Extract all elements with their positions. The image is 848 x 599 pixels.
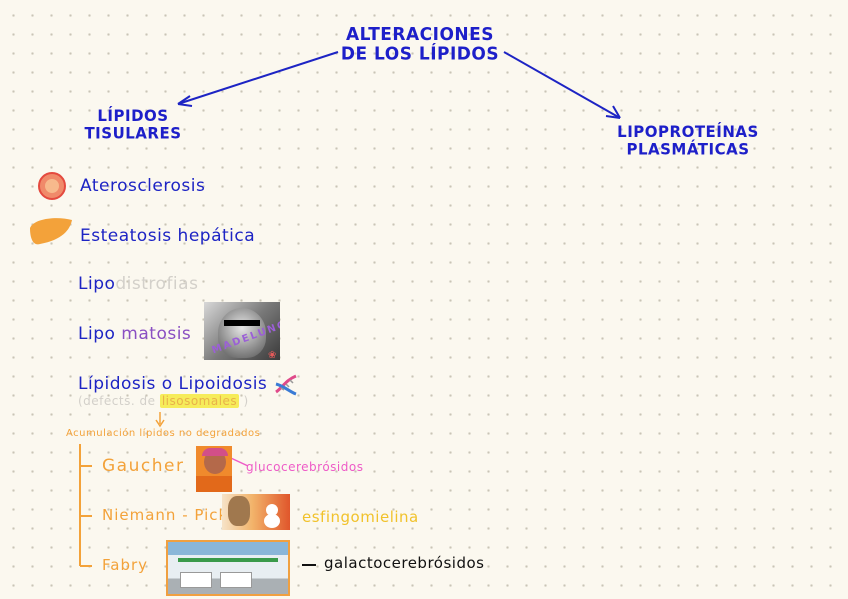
branch-right-line-2: PLASMÁTICAS [626,139,750,159]
branch-left: LÍPIDOS TISULARES [78,107,188,143]
substance-niemann-pick: esfingomielina [302,508,419,526]
fabry-photo [166,540,290,596]
disease-fabry: Fabry [102,556,149,574]
lipomatosis-suffix: matosis [121,324,192,344]
defects-close: ) [243,394,249,408]
madelung-photo: MADELUNG [204,302,280,360]
title-line-1: ALTERACIONES [346,24,494,45]
page-title: ALTERACIONES DE LOS LÍPIDOS [340,25,500,65]
lipomatosis-prefix: Lipo [78,324,116,344]
branch-right: LIPOPROTEÍNAS PLASMÁTICAS [598,123,778,159]
title-line-2: DE LOS LÍPIDOS [340,43,500,65]
defects-note: (defects. de lisosomales ) [78,394,249,408]
substance-gaucher: glucocerebrósidos [246,460,364,474]
branch-left-line-2: TISULARES [84,123,182,143]
liver-icon [30,218,72,245]
artery-icon [38,172,66,200]
branch-left-line-1: LÍPIDOS [97,106,169,125]
dna-icon [275,374,297,396]
branch-right-line-1: LIPOPROTEÍNAS [617,122,759,141]
item-esteatosis: Esteatosis hepática [80,226,256,246]
acumulacion-note: Acumulación lípidos no degradados [66,428,261,439]
lungs-icon: ❀ [268,350,277,361]
item-lipidosis: Lípidosis o Lipoidosis [78,374,268,394]
niemann-pick-photo [222,494,290,530]
gaucher-photo [196,446,232,492]
defects-open: (defects. de [78,394,156,408]
substance-fabry: galactocerebrósidos [324,554,485,572]
disease-niemann-pick: Niemann - Pick [102,506,229,524]
item-aterosclerosis: Aterosclerosis [80,176,206,196]
item-lipomatosis: Lipo matosis [78,324,191,344]
item-lipodistrofias: Lipodistrofias [78,274,198,294]
defects-highlight: lisosomales [159,394,240,408]
disease-gaucher: Gaucher [102,456,185,476]
lipodistrofias-suffix: distrofias [115,274,199,294]
lipodistrofias-prefix: Lipo [78,274,116,294]
